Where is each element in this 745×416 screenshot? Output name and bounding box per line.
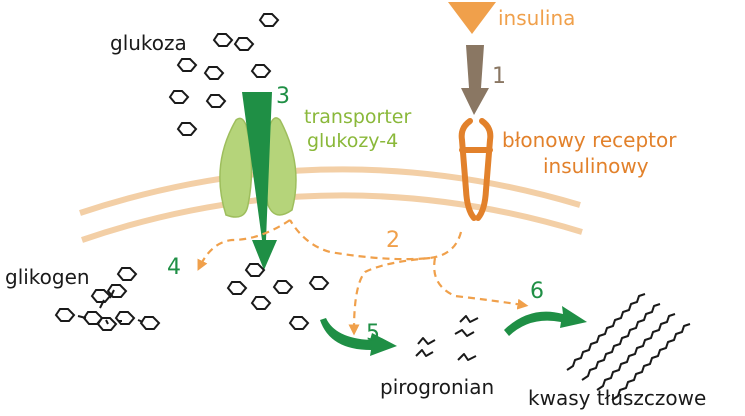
step-1-label: 1 — [492, 64, 506, 89]
transporter-label-line2: glukozy-4 — [307, 130, 398, 152]
step-2-label: 2 — [386, 228, 400, 253]
insulin-receptor-icon — [458, 118, 494, 221]
insulin-binding-arrow — [461, 45, 489, 115]
fatty-acid-synthesis-arrow — [504, 306, 587, 336]
step-3-label: 3 — [276, 84, 290, 109]
glucose-transporter-4 — [219, 117, 297, 218]
glucose-label: glukoza — [110, 31, 187, 55]
receptor-label-line2: insulinowy — [543, 154, 649, 178]
glycolysis-arrow — [320, 318, 397, 356]
cell-membrane-inner — [81, 192, 583, 243]
pyruvate-molecules — [415, 315, 479, 361]
cell-membrane-outer — [79, 166, 581, 216]
step-6-label: 6 — [530, 279, 544, 304]
step-4-label: 4 — [167, 255, 181, 280]
transporter-label-line1: transporter — [304, 106, 411, 128]
glycogen-icon — [55, 267, 160, 331]
insulin-label: insulina — [498, 6, 575, 30]
glycogen-label: glikogen — [5, 265, 90, 289]
signaling-paths-dashed — [197, 219, 529, 336]
receptor-label-line1: błonowy receptor — [502, 128, 677, 152]
fatty-acids-label: kwasy tłuszczowe — [528, 386, 706, 410]
pyruvate-label: pirogronian — [380, 375, 494, 399]
glucose-uptake-arrow — [242, 92, 277, 270]
glucose-molecules-intracellular — [227, 263, 329, 330]
insulin-icon — [448, 2, 496, 34]
step-5-label: 5 — [366, 321, 380, 346]
fatty-acids-icon — [566, 293, 691, 401]
